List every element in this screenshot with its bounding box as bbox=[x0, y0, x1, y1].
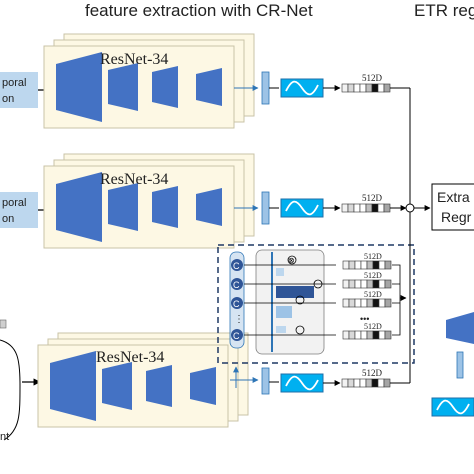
resnet-label-middle: ResNet-34 bbox=[100, 171, 168, 188]
attention-dim-1: 512D bbox=[364, 252, 382, 261]
attention-weight-2 bbox=[276, 286, 314, 298]
concat-symbol-1: C bbox=[233, 261, 240, 271]
multiply-symbol-1: ⊗ bbox=[288, 256, 295, 265]
feature-vector-top bbox=[341, 83, 391, 93]
regressor-bar-fragment bbox=[456, 351, 464, 379]
input-mid-line2: on bbox=[2, 213, 14, 225]
resnet-label-bottom: ResNet-34 bbox=[96, 349, 164, 366]
attention-weight-3 bbox=[276, 306, 292, 318]
bottom-input-fragment: nt bbox=[0, 431, 9, 443]
etr-regression-title: ETR reg bbox=[414, 1, 474, 20]
regressor-line1: Extra bbox=[437, 189, 470, 205]
bottom-input-marker bbox=[0, 319, 7, 329]
regressor-cnn-fragment bbox=[446, 312, 474, 344]
attention-weight-4 bbox=[276, 326, 286, 333]
attention-dim-3: 512D bbox=[364, 290, 382, 299]
concat-symbol-4: C bbox=[233, 331, 240, 341]
feature-vector-middle bbox=[341, 203, 391, 213]
input-top-line2: on bbox=[2, 93, 14, 105]
attention-ellipsis: ••• bbox=[360, 314, 369, 324]
pooled-bar-top bbox=[261, 71, 270, 105]
concat-symbol-2: C bbox=[233, 280, 240, 290]
resnet-block-middle bbox=[43, 153, 255, 249]
concat-circles bbox=[231, 259, 243, 341]
regressor-wave-fragment bbox=[431, 397, 474, 417]
regressor-box bbox=[431, 183, 474, 231]
input-box-top: poral on bbox=[0, 72, 38, 108]
attention-weight-1 bbox=[276, 268, 284, 276]
fc-wave-top bbox=[280, 78, 324, 98]
attention-dim-2: 512D bbox=[364, 271, 382, 280]
fc-wave-bottom bbox=[280, 373, 324, 393]
bottom-brace bbox=[0, 339, 21, 441]
input-top-line1: poral bbox=[2, 77, 26, 89]
resnet-block-bottom bbox=[37, 332, 249, 428]
regressor-line2: Regr bbox=[441, 209, 472, 225]
fc-wave-middle bbox=[280, 198, 324, 218]
concat-symbol-3: C bbox=[233, 299, 240, 309]
feature-dim-bottom: 512D bbox=[362, 368, 383, 378]
resnet-block-top bbox=[43, 33, 255, 129]
multiply-icons bbox=[287, 255, 323, 335]
pooled-bar-bottom bbox=[261, 367, 270, 395]
attention-ellipsis-left: ⋮ bbox=[234, 314, 244, 325]
attention-module-box bbox=[217, 244, 415, 364]
merge-node bbox=[405, 203, 415, 213]
feature-dim-middle: 512D bbox=[362, 193, 383, 203]
feature-vector-bottom bbox=[341, 378, 391, 388]
feature-extraction-title: feature extraction with CR-Net bbox=[85, 1, 313, 20]
attention-inner-panel bbox=[255, 249, 325, 355]
attention-dim-4: 512D bbox=[364, 322, 382, 331]
feature-dim-top: 512D bbox=[362, 73, 383, 83]
resnet-label-top: ResNet-34 bbox=[100, 51, 168, 68]
input-box-middle: poral on bbox=[0, 192, 38, 228]
input-mid-line1: poral bbox=[2, 197, 26, 209]
pooled-bar-middle bbox=[261, 191, 270, 225]
